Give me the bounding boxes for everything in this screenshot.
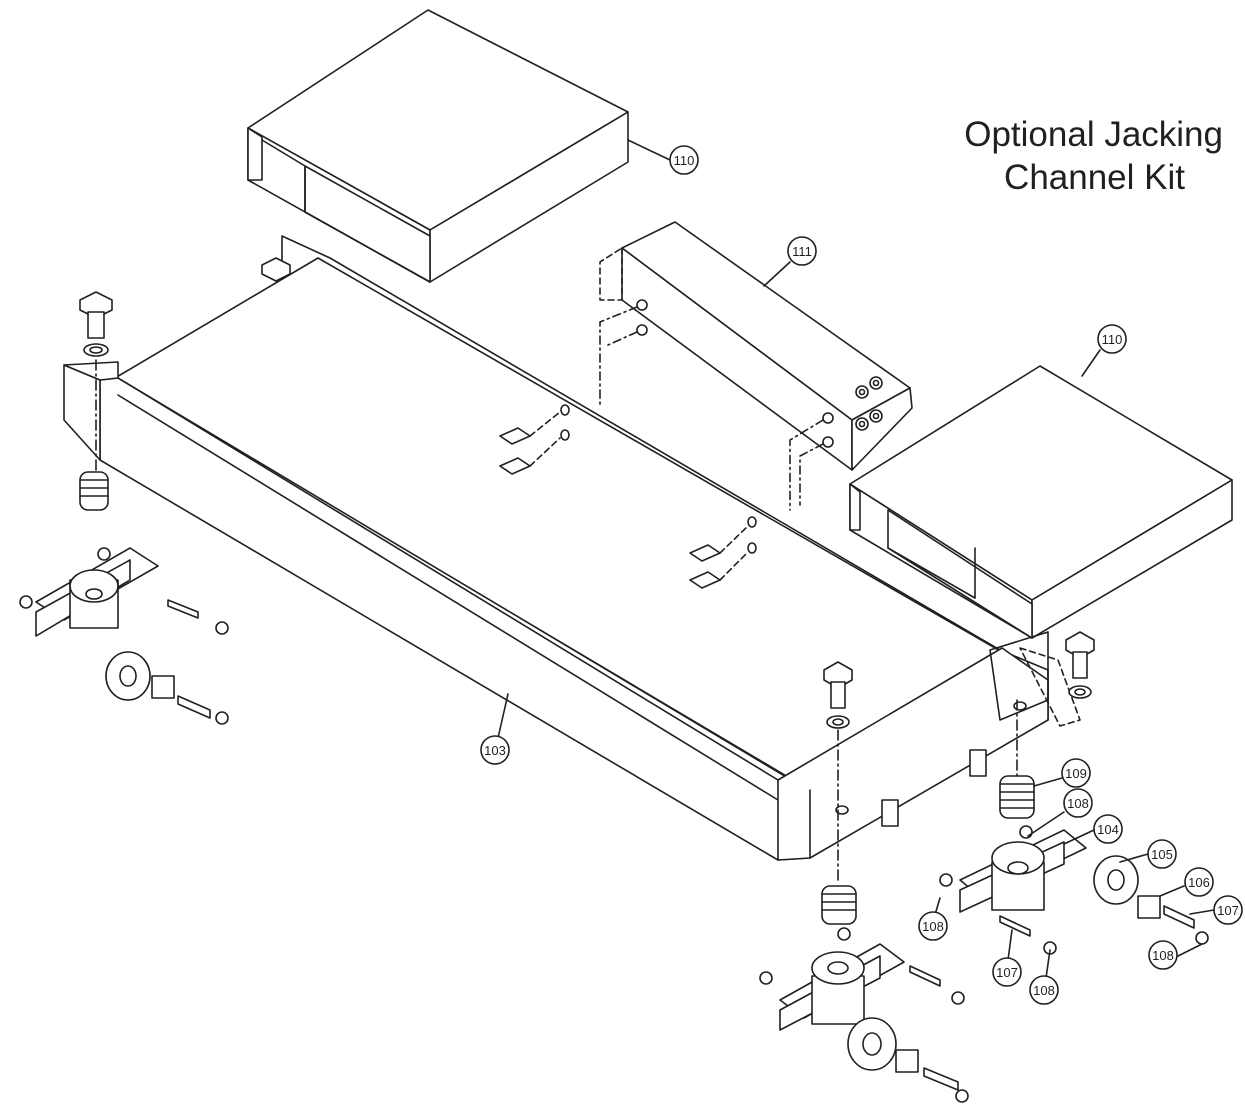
callout-label: 105 [1151, 847, 1173, 862]
callout-label: 108 [922, 919, 944, 934]
frame-bolts [499, 411, 749, 589]
hex-bolt-center [823, 661, 853, 881]
callout-label: 108 [1033, 983, 1055, 998]
callout-108-d: 108 [1148, 940, 1178, 970]
callout-label: 104 [1097, 822, 1119, 837]
caster-assembly-left [19, 471, 229, 725]
callout-label: 107 [996, 965, 1018, 980]
callout-label: 110 [674, 153, 695, 168]
callout-label: 108 [1067, 796, 1089, 811]
callout-106: 106 [1184, 867, 1214, 897]
callout-108-a: 108 [1063, 788, 1093, 818]
diagram-title-line-2: Channel Kit [1004, 158, 1185, 197]
callout-109: 109 [1061, 758, 1091, 788]
callout-104: 104 [1093, 814, 1123, 844]
callout-108-b: 108 [918, 911, 948, 941]
callout-107-b: 107 [992, 957, 1022, 987]
callout-label: 111 [792, 244, 812, 259]
callout-110-top: 110 [669, 145, 699, 175]
main-frame [63, 235, 1081, 861]
hex-bolt-left [79, 291, 113, 501]
caster-assembly-center [759, 885, 969, 1103]
hex-nuts [855, 376, 883, 431]
hex-bolt-right [1065, 631, 1095, 699]
callout-label: 110 [1102, 332, 1123, 347]
leader-lines [497, 139, 1215, 979]
callout-108-c: 108 [1029, 975, 1059, 1005]
callout-110-right: 110 [1097, 324, 1127, 354]
callout-label: 109 [1065, 766, 1087, 781]
callout-label: 107 [1217, 903, 1239, 918]
channel-section [599, 221, 913, 511]
callout-label: 106 [1188, 875, 1210, 890]
callout-label: 108 [1152, 948, 1174, 963]
callout-label: 103 [484, 743, 506, 758]
cover-plate-right [849, 365, 1233, 639]
cover-plate-top [247, 9, 629, 283]
callout-103: 103 [480, 735, 510, 765]
callout-111: 111 [787, 236, 817, 266]
callout-105: 105 [1147, 839, 1177, 869]
callout-107-a: 107 [1213, 895, 1243, 925]
diagram-title-line-1: Optional Jacking [964, 115, 1223, 154]
hex-bolt-rear [261, 257, 291, 282]
